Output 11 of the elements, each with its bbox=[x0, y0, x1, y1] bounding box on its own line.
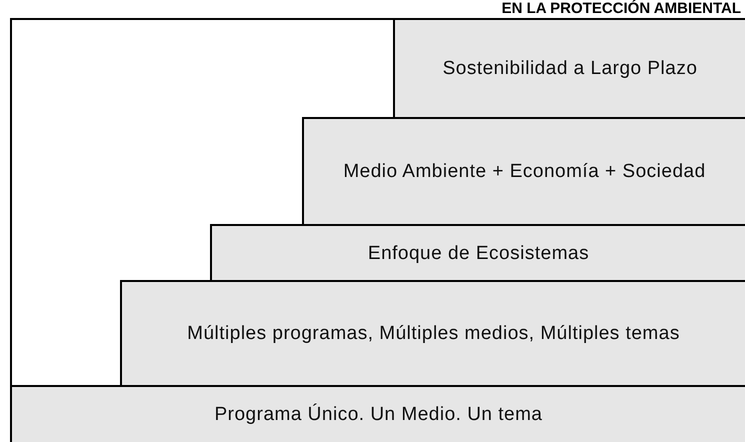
step-box bbox=[302, 117, 745, 225]
step-label: Medio Ambiente + Economía + Sociedad bbox=[343, 160, 706, 184]
step-label: Programa Único. Un Medio. Un tema bbox=[214, 402, 542, 426]
step-box bbox=[210, 224, 745, 281]
step-box bbox=[393, 18, 745, 118]
step-label: Sostenibilidad a Largo Plazo bbox=[442, 57, 698, 81]
title: EN LA PROTECCIÓN AMBIENTAL bbox=[502, 0, 741, 17]
step-label: Enfoque de Ecosistemas bbox=[368, 242, 590, 266]
step-box bbox=[10, 385, 745, 442]
step-label: Múltiples programas, Múltiples medios, Múltiples temas bbox=[187, 322, 680, 346]
step-box bbox=[120, 280, 745, 386]
